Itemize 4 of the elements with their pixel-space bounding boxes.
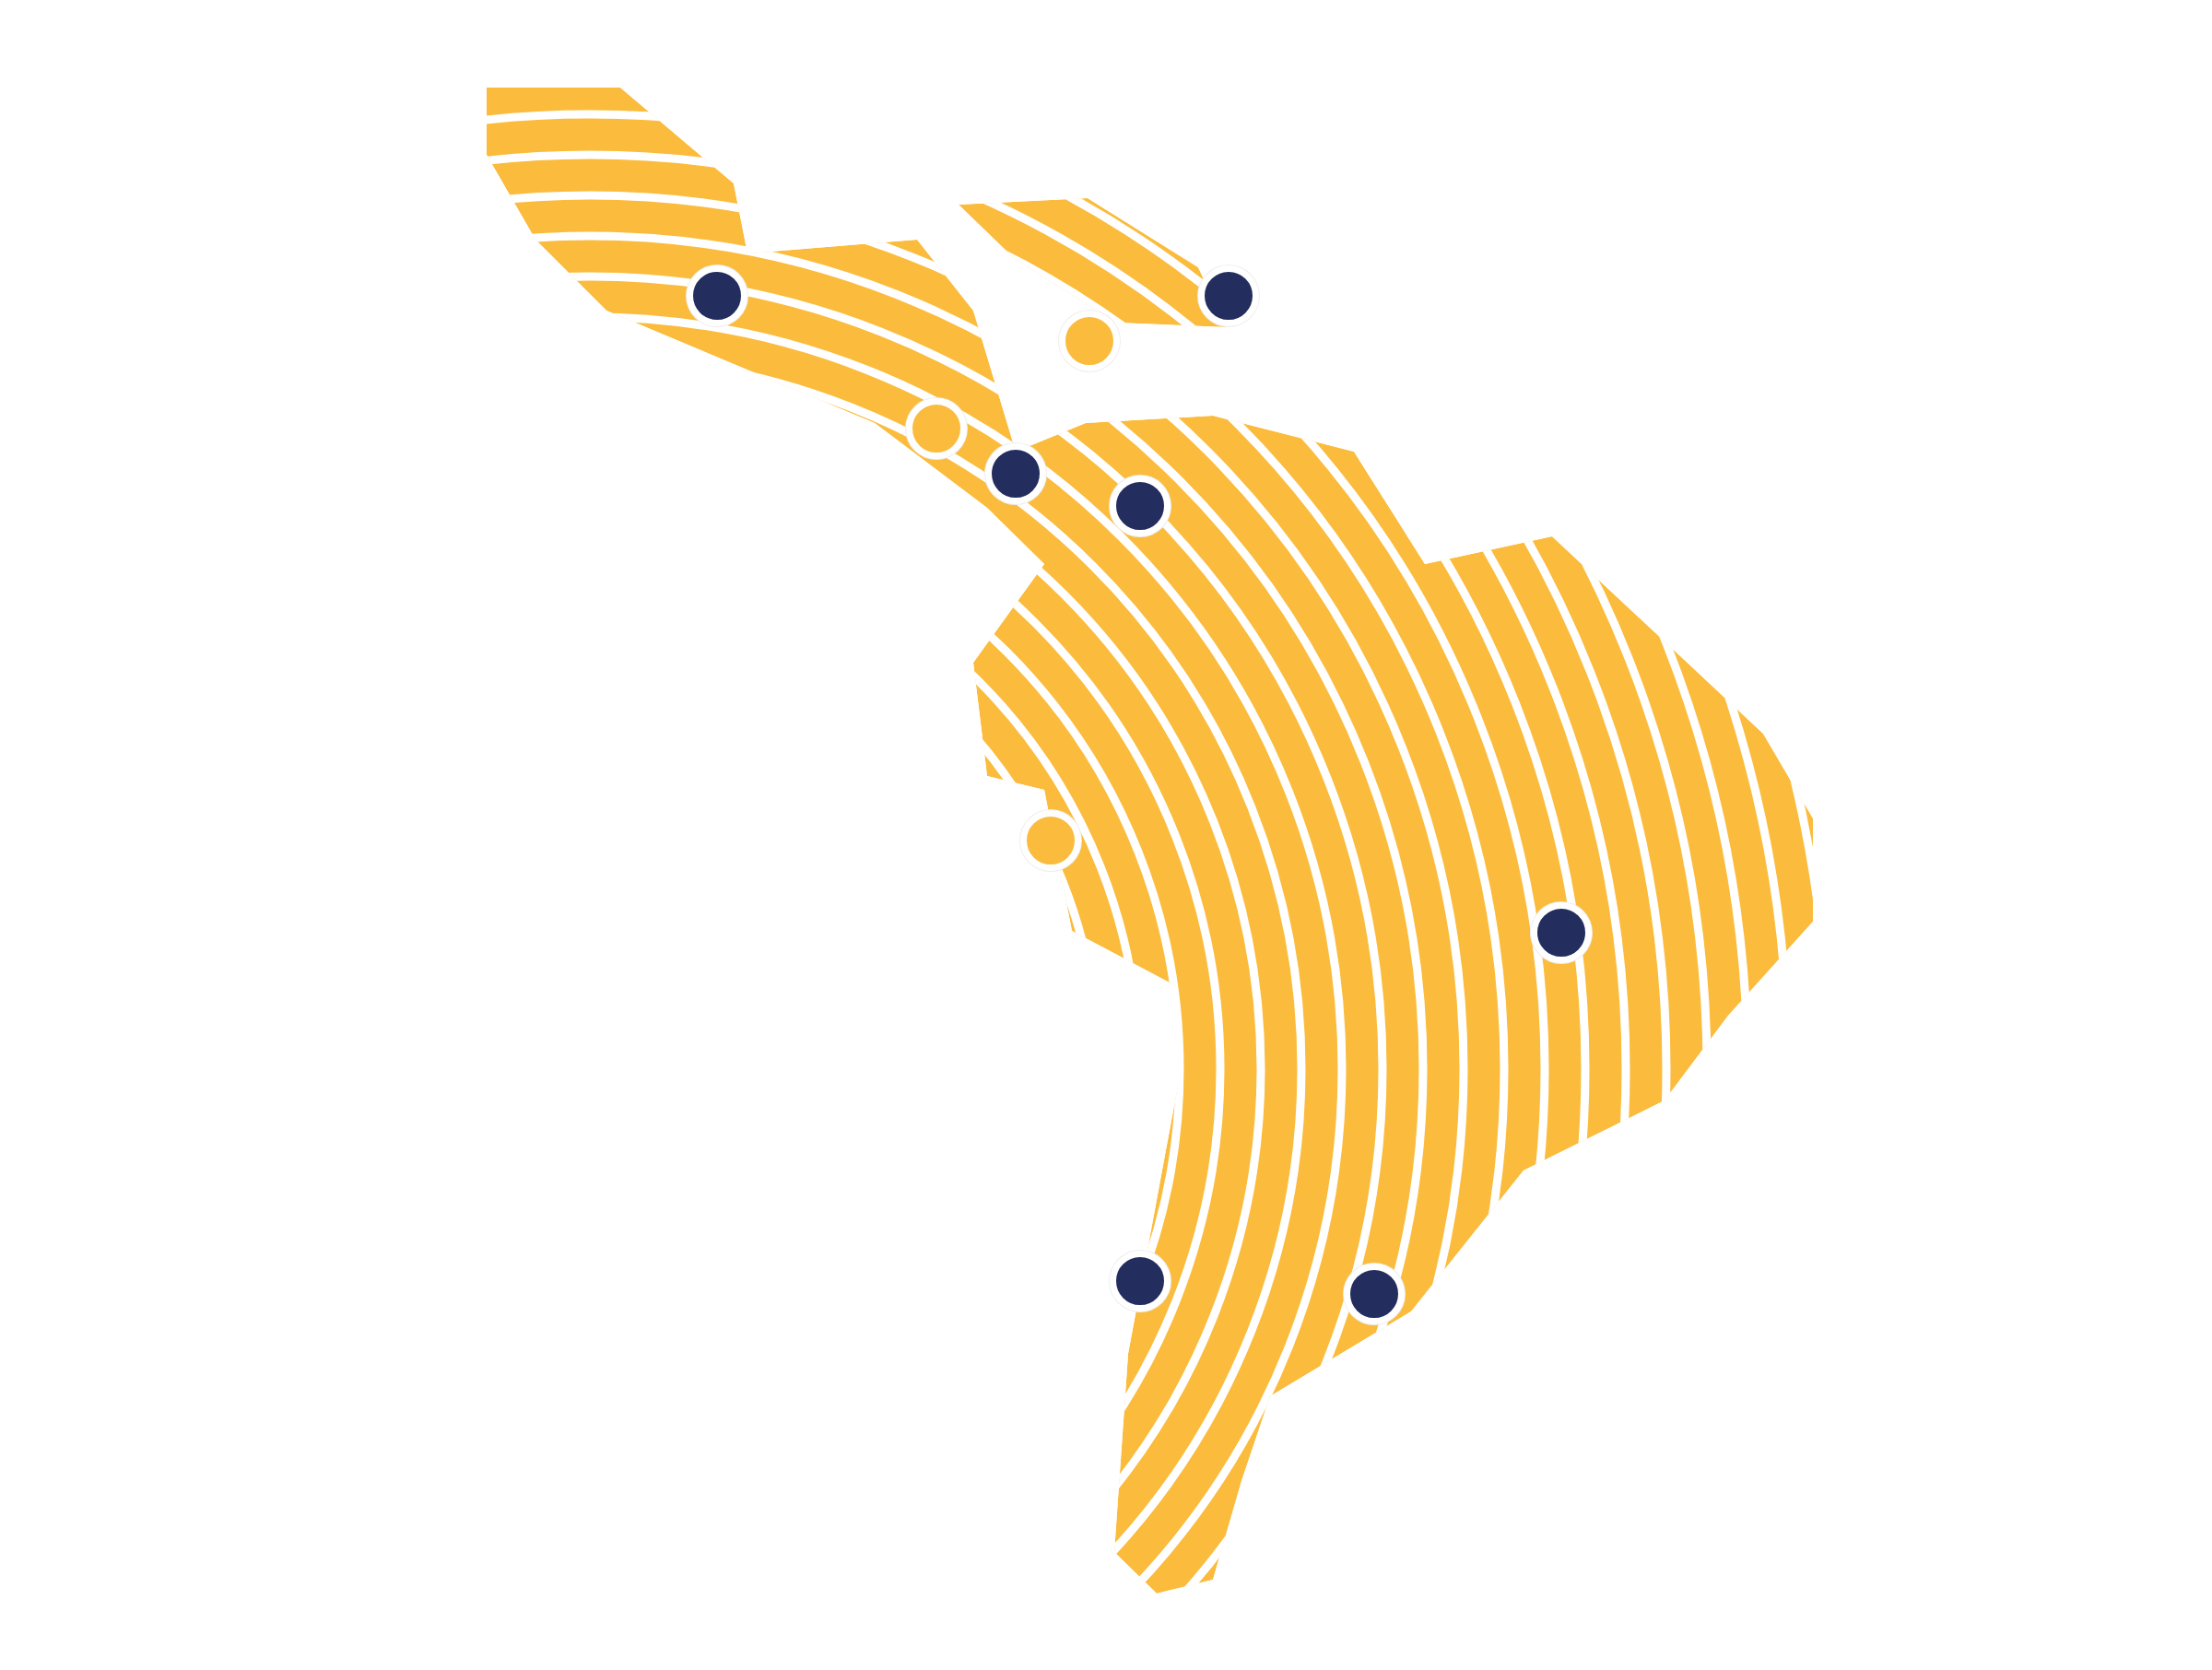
location-marker	[1059, 311, 1120, 371]
location-marker	[1020, 810, 1081, 871]
location-marker	[1110, 1251, 1171, 1311]
location-marker	[1198, 265, 1259, 326]
